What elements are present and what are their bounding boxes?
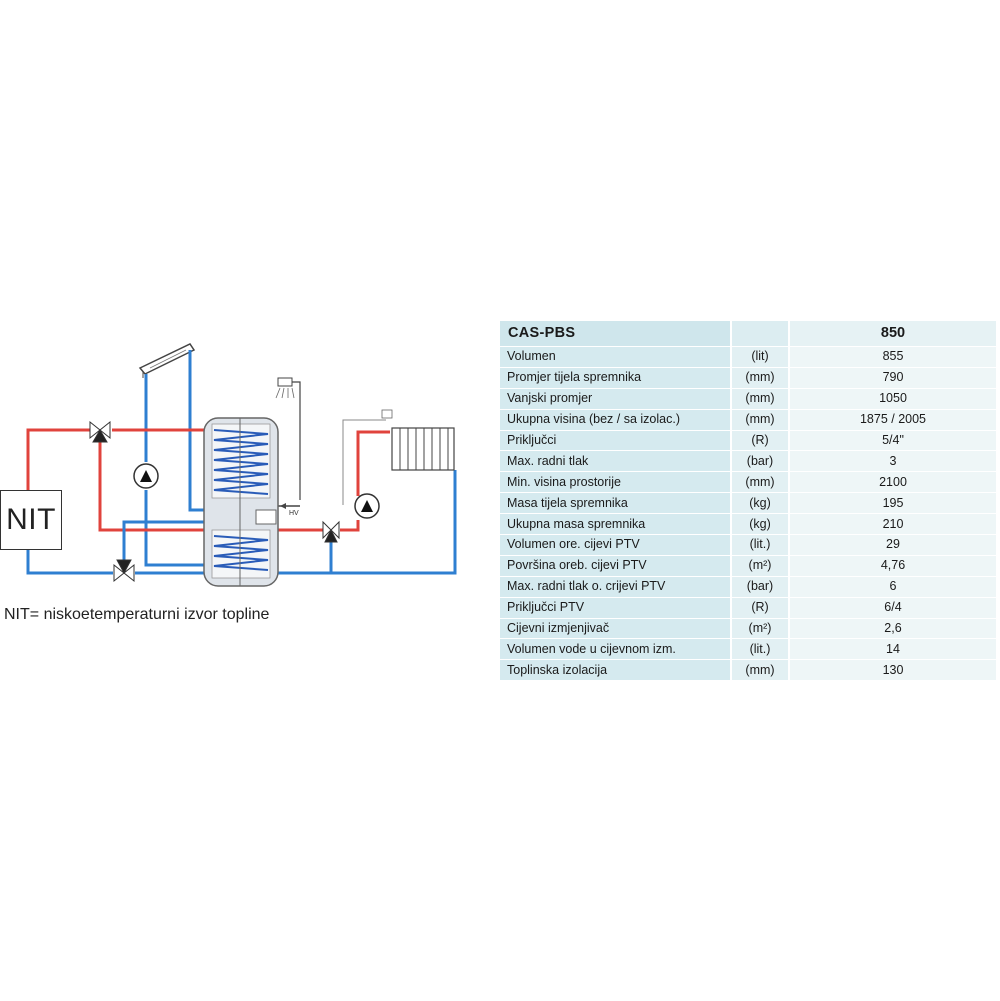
spec-row: Promjer tijela spremnika(mm)790 xyxy=(500,367,998,389)
spec-value: 855 xyxy=(789,346,998,368)
spec-row: Masa tijela spremnika(kg)195 xyxy=(500,492,998,515)
unit-header xyxy=(731,321,790,347)
spec-label: Volumen vode u cijevnom izm. xyxy=(500,638,732,661)
spec-label: Površina oreb. cijevi PTV xyxy=(500,555,732,577)
spec-label: Ukupna masa spremnika xyxy=(500,513,732,536)
spec-label: Volumen ore. cijevi PTV xyxy=(500,534,732,556)
spec-value: 5/4" xyxy=(789,430,998,452)
spec-value: 3 xyxy=(789,450,998,473)
model-size: 850 xyxy=(789,321,998,347)
three-way-valve-heating-icon xyxy=(322,520,340,543)
spec-value: 2100 xyxy=(789,471,998,494)
spec-row: Volumen vode u cijevnom izm.(lit.)14 xyxy=(500,638,998,661)
spec-unit: (R) xyxy=(731,597,790,619)
spec-value: 2,6 xyxy=(789,618,998,640)
solar-loop-pipes xyxy=(144,350,212,567)
spec-unit: (m²) xyxy=(731,555,790,577)
spec-value: 6/4 xyxy=(789,597,998,619)
heating-pump-icon xyxy=(354,493,380,519)
spec-value: 29 xyxy=(789,534,998,556)
spec-unit: (mm) xyxy=(731,388,790,410)
spec-row: Priključci PTV(R)6/4 xyxy=(500,597,998,619)
spec-table-header: CAS-PBS 850 xyxy=(500,321,998,347)
solar-collector-icon xyxy=(138,343,196,378)
spec-row: Min. visina prostorije(mm)2100 xyxy=(500,471,998,494)
spec-label: Max. radni tlak o. crijevi PTV xyxy=(500,576,732,598)
spec-row: Priključci(R)5/4" xyxy=(500,430,998,452)
spec-row: Volumen ore. cijevi PTV(lit.)29 xyxy=(500,534,998,556)
spec-unit: (lit.) xyxy=(731,638,790,661)
spec-unit: (bar) xyxy=(731,450,790,473)
spec-unit: (lit) xyxy=(731,346,790,368)
spec-label: Priključci PTV xyxy=(500,597,732,619)
spec-unit: (mm) xyxy=(731,409,790,431)
nit-caption: NIT= niskoetemperaturni izvor topline xyxy=(4,606,270,623)
spec-label: Max. radni tlak xyxy=(500,450,732,473)
storage-tank xyxy=(203,417,279,587)
spec-label: Priključci xyxy=(500,430,732,452)
three-way-valve-bottom-icon xyxy=(113,559,135,583)
source-loop-pipes xyxy=(26,428,212,575)
spec-unit: (kg) xyxy=(731,513,790,536)
spec-label: Volumen xyxy=(500,346,732,368)
model-name: CAS-PBS xyxy=(500,321,732,347)
spec-unit: (mm) xyxy=(731,367,790,389)
spec-unit: (mm) xyxy=(731,471,790,494)
spec-row: Toplinska izolacija(mm)130 xyxy=(500,659,998,682)
spec-row: Ukupna visina (bez / sa izolac.)(mm)1875… xyxy=(500,409,998,431)
hv-label: HV xyxy=(289,510,299,517)
spec-value: 1875 / 2005 xyxy=(789,409,998,431)
spec-value: 210 xyxy=(789,513,998,536)
radiator-icon xyxy=(381,409,455,471)
spec-row: Max. radni tlak(bar)3 xyxy=(500,450,998,473)
spec-unit: (mm) xyxy=(731,659,790,682)
spec-label: Cijevni izmjenjivač xyxy=(500,618,732,640)
spec-value: 6 xyxy=(789,576,998,598)
spec-unit: (m²) xyxy=(731,618,790,640)
three-way-valve-top-icon xyxy=(89,420,111,443)
spec-row: Vanjski promjer(mm)1050 xyxy=(500,388,998,410)
spec-label: Promjer tijela spremnika xyxy=(500,367,732,389)
spec-row: Ukupna masa spremnika(kg)210 xyxy=(500,513,998,536)
nit-label: NIT xyxy=(6,503,56,536)
spec-label: Toplinska izolacija xyxy=(500,659,732,682)
nit-source-box: NIT xyxy=(0,490,62,550)
spec-label: Ukupna visina (bez / sa izolac.) xyxy=(500,409,732,431)
spec-row: Površina oreb. cijevi PTV(m²)4,76 xyxy=(500,555,998,577)
cold-water-inlet xyxy=(278,503,300,509)
spec-value: 790 xyxy=(789,367,998,389)
spec-label: Masa tijela spremnika xyxy=(500,492,732,515)
spec-value: 14 xyxy=(789,638,998,661)
spec-value: 1050 xyxy=(789,388,998,410)
spec-row: Max. radni tlak o. crijevi PTV(bar)6 xyxy=(500,576,998,598)
solar-pump-icon xyxy=(133,463,159,489)
spec-unit: (kg) xyxy=(731,492,790,515)
heating-system-diagram xyxy=(26,343,457,587)
spec-value: 130 xyxy=(789,659,998,682)
spec-unit: (R) xyxy=(731,430,790,452)
spec-row: Cijevni izmjenjivač(m²)2,6 xyxy=(500,618,998,640)
spec-value: 4,76 xyxy=(789,555,998,577)
spec-unit: (bar) xyxy=(731,576,790,598)
spec-label: Min. visina prostorije xyxy=(500,471,732,494)
spec-label: Vanjski promjer xyxy=(500,388,732,410)
spec-unit: (lit.) xyxy=(731,534,790,556)
spec-row: Volumen(lit)855 xyxy=(500,346,998,368)
heating-circuit-pipes xyxy=(278,419,457,575)
spec-value: 195 xyxy=(789,492,998,515)
shower-icon xyxy=(275,377,301,500)
